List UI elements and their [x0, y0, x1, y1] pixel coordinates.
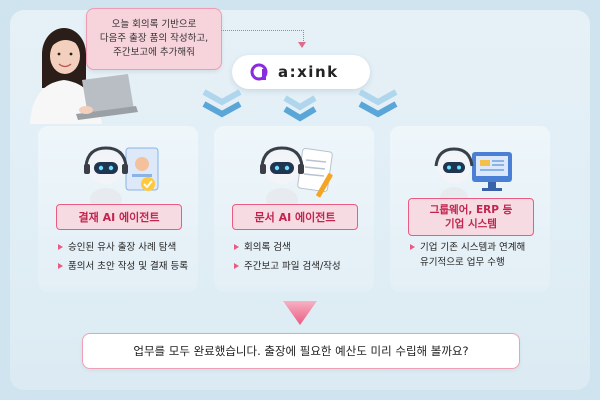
card-title: 그룹웨어, ERP 등 기업 시스템 [408, 198, 534, 236]
robot-with-monitor-icon [434, 147, 512, 209]
list-item: 승인된 유사 출장 사례 탐색 [58, 238, 193, 257]
user-illustration [16, 14, 141, 124]
list-item: 품의서 초안 작성 및 결재 등록 [58, 257, 193, 276]
request-connector [221, 30, 304, 45]
chevron-down-icon [283, 95, 317, 122]
document-agent-card: 문서 AI 에이전트 회의록 검색 주간보고 파일 검색/작성 [214, 126, 374, 292]
card-bullet-list: 기업 기존 시스템과 연계해 유기적으로 업무 수행 [410, 238, 545, 270]
chevron-down-left-icon [202, 89, 242, 118]
platform-logo: a:xink [232, 55, 370, 89]
robot-with-notepad-icon [260, 146, 333, 212]
arrow-down-icon [283, 301, 317, 325]
user-with-laptop-icon [30, 28, 138, 124]
list-item: 주간보고 파일 검색/작성 [234, 257, 369, 276]
user-request-bubble: 오늘 회의록 기반으로 다음주 출장 품의 작성하고, 주간보고에 추가해줘 [86, 8, 222, 70]
card-bullet-list: 승인된 유사 출장 사례 탐색 품의서 초안 작성 및 결재 등록 [58, 238, 193, 276]
logo-text: a:xink [278, 63, 339, 81]
list-item: 회의록 검색 [234, 238, 369, 257]
card-title: 문서 AI 에이전트 [232, 204, 358, 230]
robot-with-document-icon [84, 146, 159, 212]
chevron-down-right-icon [358, 89, 398, 118]
request-connector-arrowhead [298, 42, 306, 48]
card-title: 결재 AI 에이전트 [56, 204, 182, 230]
card-bullet-list: 회의록 검색 주간보고 파일 검색/작성 [234, 238, 369, 276]
approval-agent-card: 결재 AI 에이전트 승인된 유사 출장 사례 탐색 품의서 초안 작성 및 결… [38, 126, 198, 292]
enterprise-system-card: 그룹웨어, ERP 등 기업 시스템 기업 기존 시스템과 연계해 유기적으로 … [390, 126, 550, 292]
axink-logo-icon [250, 63, 268, 81]
list-item: 기업 기존 시스템과 연계해 유기적으로 업무 수행 [410, 238, 545, 270]
result-message: 업무를 모두 완료했습니다. 출장에 필요한 예산도 미리 수립해 볼까요? [82, 333, 520, 369]
